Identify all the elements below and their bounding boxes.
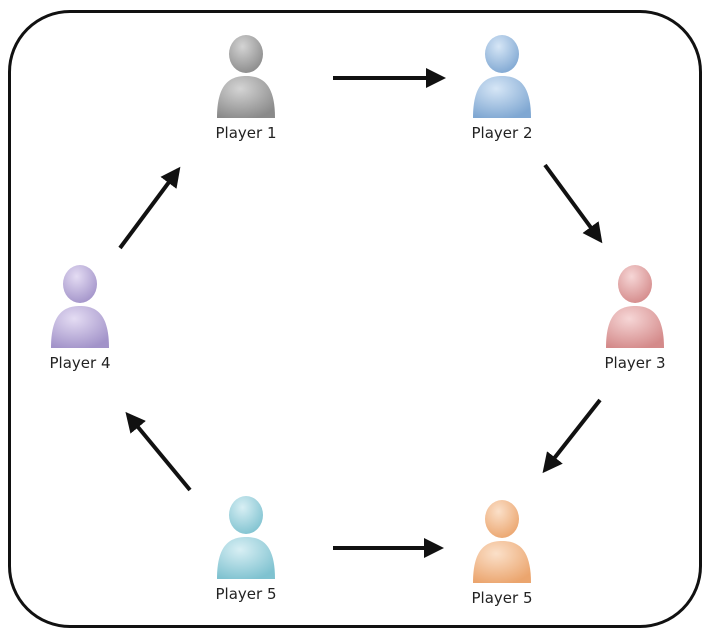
player-node-4: Player 4: [20, 262, 140, 372]
player-node-2: Player 2: [442, 32, 562, 142]
user-icon: [575, 262, 695, 350]
user-icon: [442, 32, 562, 120]
arrow-player3-to-player5-right: [542, 398, 602, 474]
user-icon: [20, 262, 140, 350]
player-label: Player 3: [604, 354, 666, 372]
arrow-player5-left-to-player4: [125, 411, 192, 492]
player-label: Player 2: [471, 124, 533, 142]
arrow-player2-to-player3: [543, 163, 603, 244]
player-label: Player 5: [215, 585, 277, 603]
player-node-5-right: Player 5: [442, 497, 562, 607]
user-icon: [442, 497, 562, 585]
user-icon: [186, 493, 306, 581]
player-node-5-left: Player 5: [186, 493, 306, 603]
player-label: Player 5: [471, 589, 533, 607]
player-label: Player 1: [215, 124, 277, 142]
diagram-frame: [8, 10, 702, 628]
player-node-3: Player 3: [575, 262, 695, 372]
player-label: Player 4: [49, 354, 111, 372]
player-node-1: Player 1: [186, 32, 306, 142]
arrow-player4-to-player1: [118, 166, 181, 250]
user-icon: [186, 32, 306, 120]
